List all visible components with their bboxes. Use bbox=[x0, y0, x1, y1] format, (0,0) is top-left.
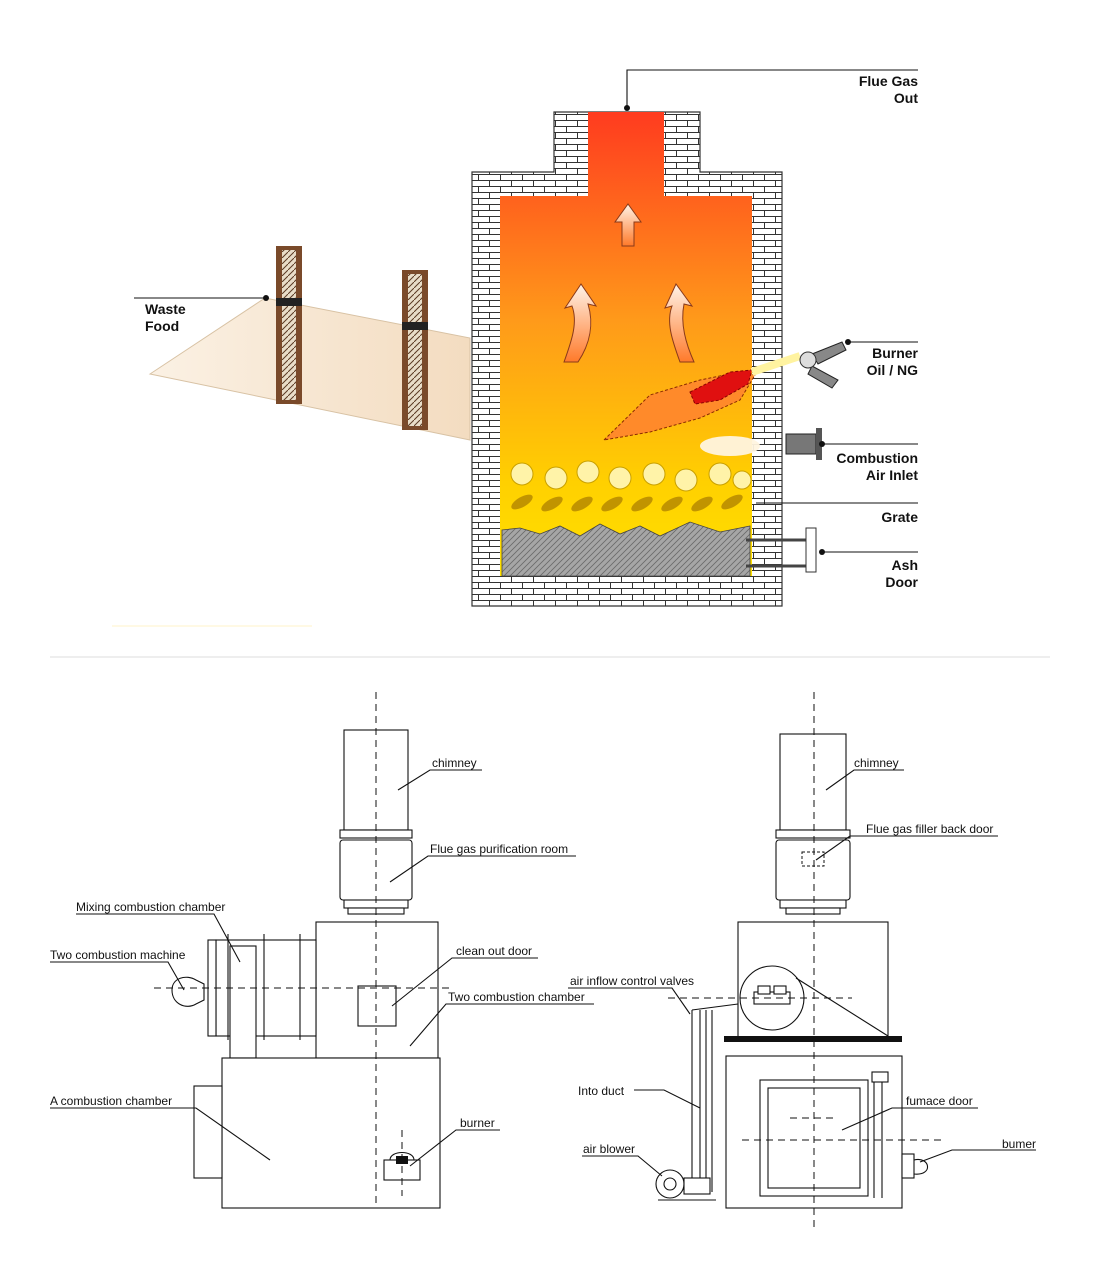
combustion-air-fitting bbox=[785, 428, 822, 460]
burner-nozzle bbox=[799, 341, 847, 389]
second-chamber-side bbox=[737, 921, 889, 1039]
label-clean-out-door: clean out door bbox=[456, 944, 532, 958]
label-flue-gas-purification-room: Flue gas purification room bbox=[430, 842, 568, 856]
label-waste-food-1: Waste bbox=[145, 301, 186, 317]
label-chimney-right: chimney bbox=[854, 756, 899, 770]
two-combustion-machine bbox=[171, 976, 205, 1007]
burning-waste bbox=[510, 460, 752, 492]
label-burner-2: Oil / NG bbox=[867, 362, 918, 378]
filler-back-door bbox=[801, 851, 825, 867]
label-furnace-door: fumace door bbox=[906, 1094, 973, 1108]
ash-bed bbox=[501, 521, 751, 577]
air-puff bbox=[700, 436, 760, 456]
label-air-inflow-control-valves: air inflow control valves bbox=[570, 974, 694, 988]
label-mixing-combustion-chamber: Mixing combustion chamber bbox=[76, 900, 225, 914]
chimney-right bbox=[779, 733, 847, 831]
label-a-combustion-chamber: A combustion chamber bbox=[50, 1094, 172, 1108]
label-two-combustion-machine: Two combustion machine bbox=[50, 948, 186, 962]
label-chimney-left: chimney bbox=[432, 756, 477, 770]
clean-out-door bbox=[357, 985, 397, 1027]
label-grate: Grate bbox=[881, 509, 918, 525]
leader-lines-right bbox=[568, 769, 1036, 1177]
label-waste-food-2: Food bbox=[145, 318, 179, 334]
label-ash-door-1: Ash bbox=[892, 557, 918, 573]
label-into-duct: Into duct bbox=[578, 1084, 625, 1098]
top-incinerator-cutaway: Flue Gas Out Waste Food Burner Oil / NG … bbox=[112, 69, 919, 627]
grate-bars bbox=[511, 494, 743, 512]
side-view-drawing: chimney Flue gas filler back door air in… bbox=[568, 692, 1036, 1232]
waste-feed-plane bbox=[148, 297, 471, 441]
label-flue-gas-filler-back-door: Flue gas filler back door bbox=[866, 822, 993, 836]
label-combustion-air-1: Combustion bbox=[836, 450, 918, 466]
ash-door-handle bbox=[746, 527, 817, 573]
label-two-combustion-chamber: Two combustion chamber bbox=[448, 990, 585, 1004]
burner-right bbox=[901, 1153, 929, 1179]
leader-lines-top bbox=[134, 69, 918, 555]
front-view-drawing: chimney Flue gas purification room Mixin… bbox=[50, 692, 594, 1209]
label-combustion-air-2: Air Inlet bbox=[866, 467, 918, 483]
leader-lines-left bbox=[50, 769, 594, 1167]
flue-gas-filter bbox=[775, 839, 851, 901]
label-flue-gas-out-1: Flue Gas bbox=[859, 73, 918, 89]
combustion-chamber bbox=[500, 112, 752, 576]
feed-post-right bbox=[402, 270, 428, 430]
support-beam bbox=[724, 1036, 902, 1042]
label-burner-left: burner bbox=[460, 1116, 495, 1130]
a-combustion-chamber bbox=[221, 1057, 441, 1209]
air-blower bbox=[655, 1169, 716, 1201]
label-air-blower: air blower bbox=[583, 1142, 635, 1156]
label-burner-right: bumer bbox=[1002, 1137, 1036, 1151]
label-flue-gas-out-2: Out bbox=[894, 90, 918, 106]
label-burner-1: Burner bbox=[872, 345, 918, 361]
burner-flame bbox=[602, 352, 802, 441]
flow-arrows bbox=[563, 203, 695, 363]
label-ash-door-2: Door bbox=[885, 574, 918, 590]
feed-post-left bbox=[276, 246, 302, 404]
